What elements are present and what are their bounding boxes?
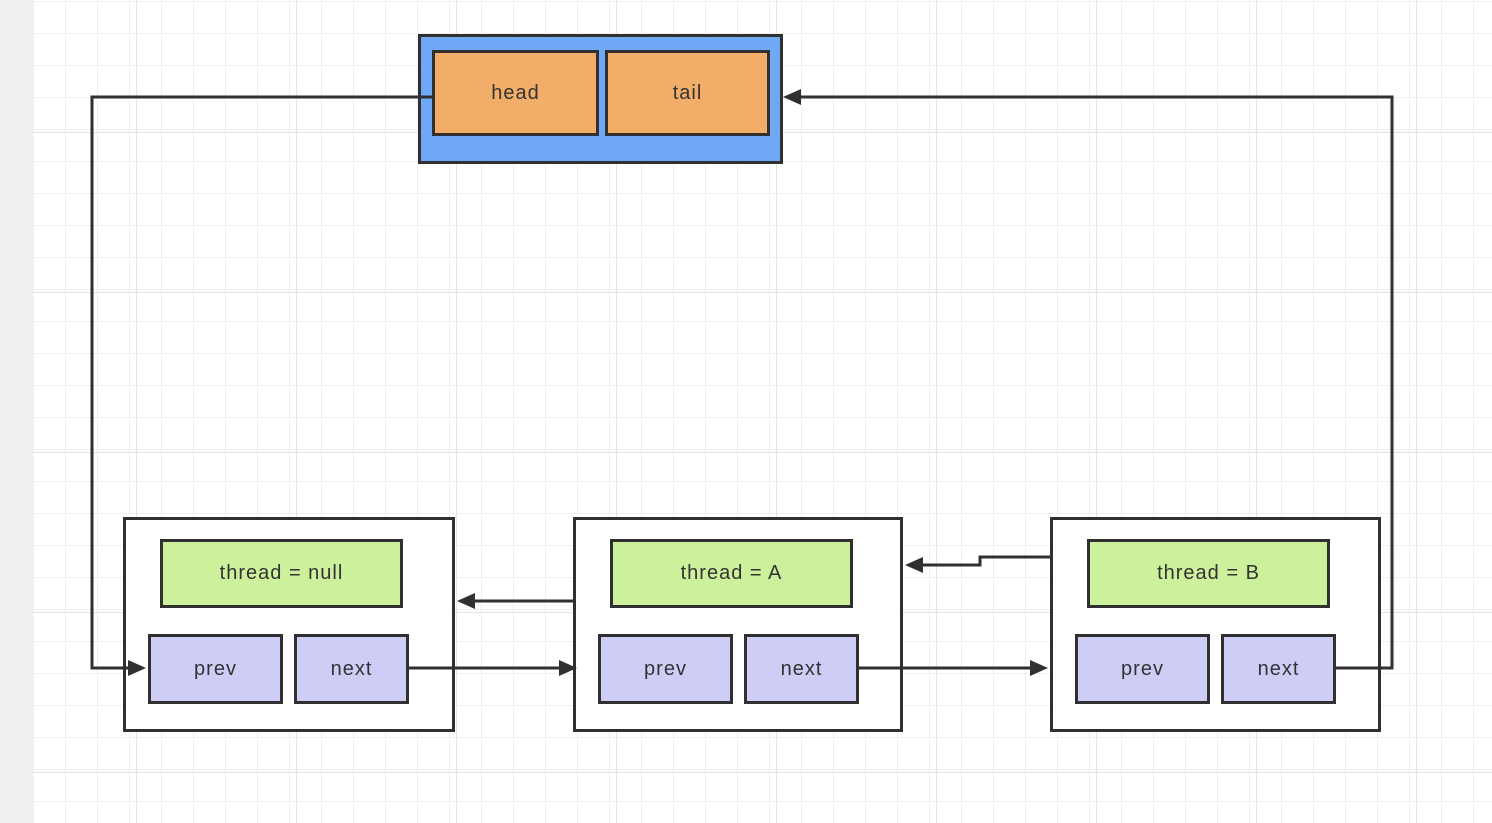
node-1-next-label: next (330, 657, 373, 680)
node-2-thread-box: thread = A (610, 539, 853, 608)
tail-cell: tail (605, 50, 770, 136)
head-cell: head (432, 50, 599, 136)
node-3-next-box: next (1221, 634, 1336, 704)
node-3-next-label: next (1257, 657, 1300, 680)
queue-node-2: thread = A prev next (573, 517, 903, 732)
head-tail-container: head tail (418, 34, 783, 164)
node-3-thread-label: thread = B (1157, 562, 1260, 584)
canvas-left-gutter (0, 0, 33, 823)
node-1-thread-box: thread = null (160, 539, 403, 608)
node-1-next-box: next (294, 634, 409, 704)
node-3-prev-box: prev (1075, 634, 1210, 704)
node-2-next-box: next (744, 634, 859, 704)
node-1-thread-label: thread = null (219, 562, 344, 584)
node-3-prev-label: prev (1121, 657, 1164, 680)
node-1-prev-box: prev (148, 634, 283, 704)
queue-node-1: thread = null prev next (123, 517, 455, 732)
head-label: head (491, 81, 540, 104)
node-2-next-label: next (780, 657, 823, 680)
node-1-prev-label: prev (194, 657, 237, 680)
node-2-thread-label: thread = A (680, 562, 783, 584)
node-2-prev-box: prev (598, 634, 733, 704)
node-2-prev-label: prev (644, 657, 687, 680)
node-3-thread-box: thread = B (1087, 539, 1330, 608)
tail-label: tail (672, 81, 703, 104)
queue-node-3: thread = B prev next (1050, 517, 1381, 732)
